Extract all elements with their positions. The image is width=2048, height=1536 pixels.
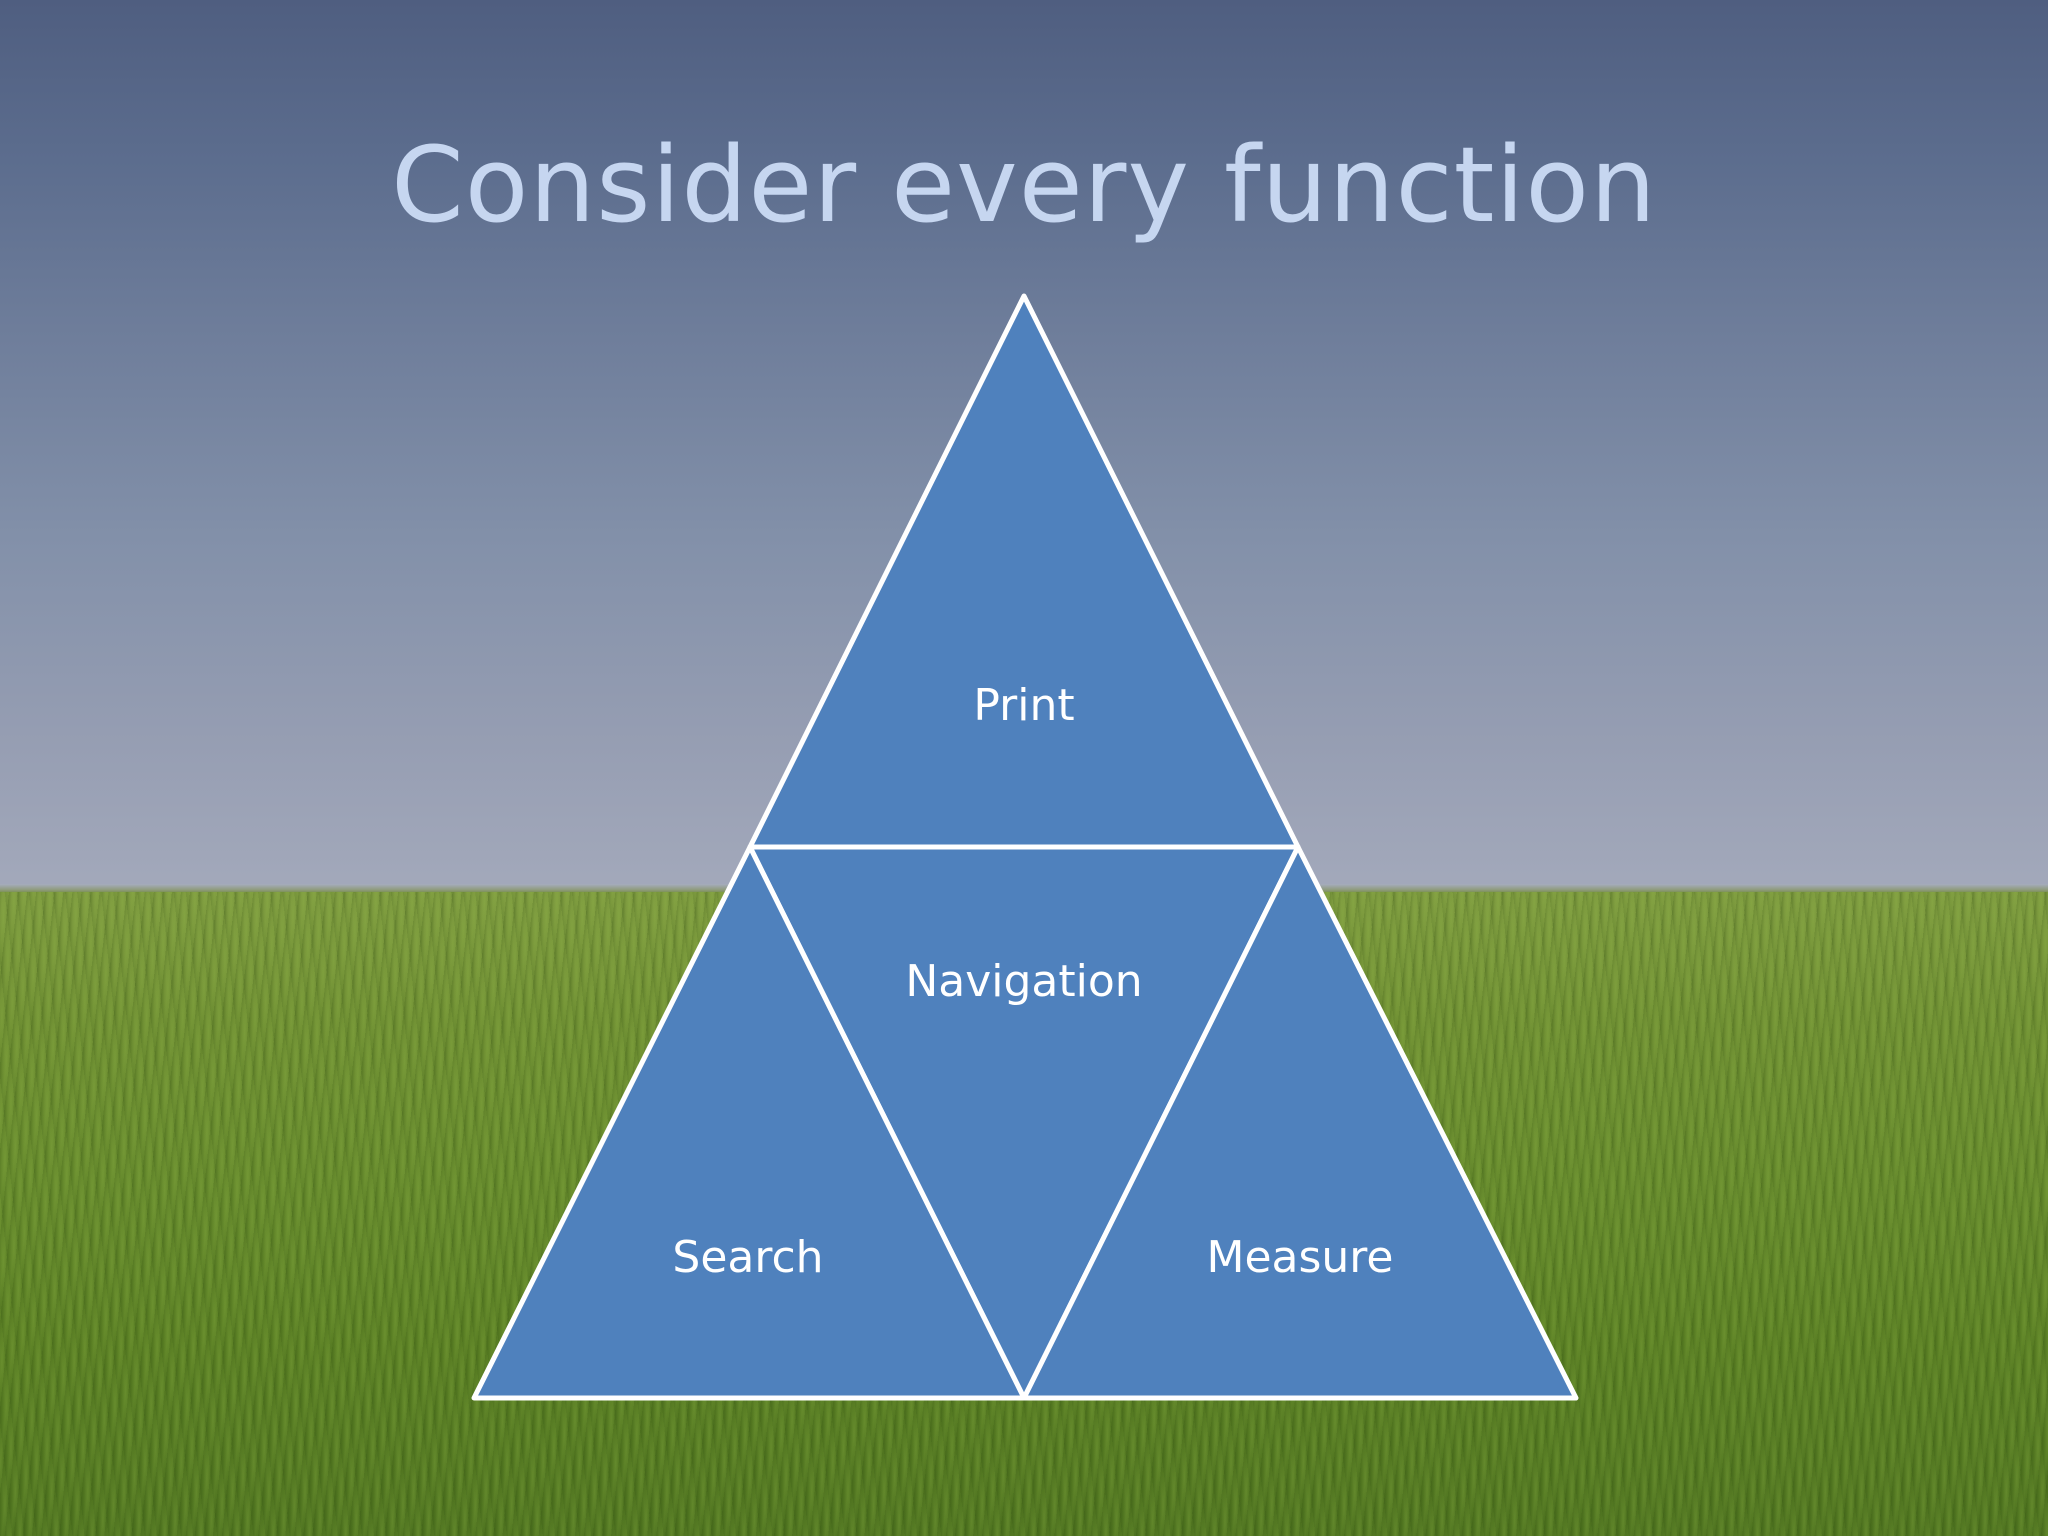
segment-measure <box>1021 844 1579 1401</box>
segment-print <box>747 293 1301 850</box>
segment-search <box>471 844 1027 1401</box>
segment-search-label: Search <box>672 1232 823 1283</box>
segment-measure-label: Measure <box>1207 1232 1394 1283</box>
segment-navigation-label: Navigation <box>905 956 1142 1007</box>
segment-print-label: Print <box>973 680 1074 731</box>
slide-title: Consider every function <box>391 124 1657 246</box>
